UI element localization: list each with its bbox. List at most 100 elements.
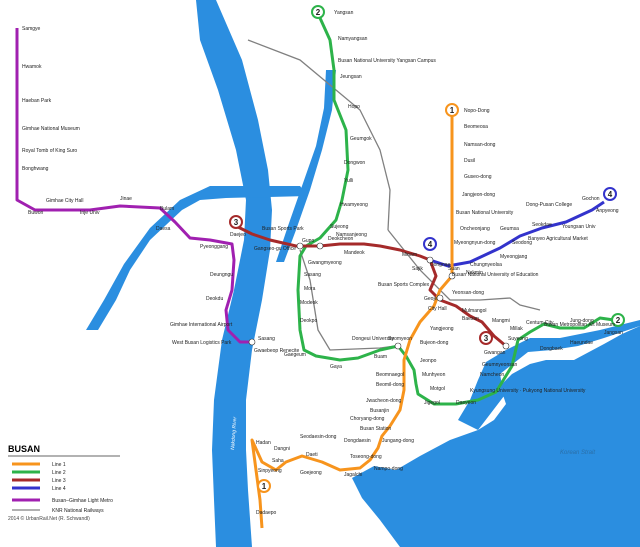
station-centum[interactable]: Centum City [526, 320, 554, 326]
station-dongbaek[interactable]: Dongbaek [540, 346, 563, 352]
station-suyeong[interactable]: Suyeong [508, 336, 528, 342]
station-haeundae[interactable]: Haeundae [570, 340, 593, 346]
badge-line2-right[interactable]: 2 [611, 313, 625, 327]
station-toseong[interactable]: Toseong-dong [350, 454, 382, 460]
station-yeonsan[interactable]: Yeonsan-dong [452, 290, 484, 296]
station-sasang[interactable]: Sasang [304, 272, 321, 278]
station-yeongsan[interactable]: Youngsan Univ [562, 224, 596, 230]
station-jangjeon[interactable]: Jangjeon-dong [462, 192, 495, 198]
station-nakmin[interactable]: Nakmin [466, 270, 483, 276]
station-beomil[interactable]: Beomil-dong [376, 382, 404, 388]
station-oncheonjang[interactable]: Oncheonjang [460, 226, 490, 232]
station-kyungsung[interactable]: Kyungsung University · Pukyong National … [470, 388, 586, 394]
station-gimhae-airport[interactable]: Gimhae International Airport [170, 322, 233, 328]
station-jinae[interactable]: Jinae [120, 196, 132, 202]
station-gimhae-museum[interactable]: Gimhae National Museum [22, 126, 80, 132]
station-hopo[interactable]: Hopo [348, 104, 360, 110]
station-geoje[interactable]: Geoje [424, 296, 438, 302]
station-deokdu[interactable]: Deokdu [206, 296, 223, 302]
station-gaegeum[interactable]: Gaegeum [284, 352, 306, 358]
station-daeti[interactable]: Daeti [306, 452, 318, 458]
station-gupo[interactable]: Gupo [302, 238, 314, 244]
station-myeongnyun[interactable]: Myeongnyun-dong [454, 240, 496, 246]
station-busanjin[interactable]: Busanjin [370, 408, 389, 414]
station-sinpyeong[interactable]: Sinpyeong [258, 468, 282, 474]
badge-line2-top[interactable]: 2 [311, 5, 325, 19]
station-sports-complex[interactable]: Busan Sports Complex [378, 282, 430, 288]
interchange-yeonsan[interactable] [436, 294, 444, 302]
station-gwangmyeong[interactable]: Gwangmyeong [308, 260, 342, 266]
station-jeungsan[interactable]: Jeungsan [340, 74, 362, 80]
station-dongnae[interactable]: Dongnae [430, 262, 451, 268]
station-cityhall[interactable]: City Hall [428, 306, 447, 312]
station-namsanjeong[interactable]: Namsanjeong [336, 232, 367, 238]
station-bulam[interactable]: Bulam [160, 206, 174, 212]
interchange-suyeong[interactable] [502, 342, 510, 350]
station-baesan[interactable]: Baesan [462, 316, 479, 322]
station-gimhae-city[interactable]: Gimhae City Hall [46, 198, 84, 204]
station-geumgok[interactable]: Geumgok [350, 136, 372, 142]
station-deokpo[interactable]: Deokpo [300, 318, 317, 324]
station-beomeosa[interactable]: Beomeosa [464, 124, 488, 130]
station-seokdae[interactable]: Seokdae [532, 222, 552, 228]
interchange-dongnae[interactable] [448, 272, 456, 280]
station-busan-station[interactable]: Busan Station [360, 426, 391, 432]
station-gwaebeop-renecite[interactable]: Gwaebeop Renecite [254, 348, 300, 354]
interchange-seomyeon[interactable] [394, 342, 402, 350]
station-jagalchi[interactable]: Jagalchi [344, 472, 362, 478]
station-hadan[interactable]: Hadan [256, 440, 271, 446]
badge-line3-mid[interactable]: 3 [479, 331, 493, 345]
station-inje[interactable]: Inje Univ [80, 210, 100, 216]
station-modeok[interactable]: Modeok [300, 300, 318, 306]
station-bujeon[interactable]: Bujeon-dong [420, 340, 449, 346]
station-bexco[interactable]: Busan Metropolitan Art Museum [544, 322, 615, 328]
station-deokcheon[interactable]: Deokcheon [328, 236, 354, 242]
station-dongwon[interactable]: Dongwon [344, 160, 365, 166]
station-seodaesin[interactable]: Seodaesin-dong [300, 434, 337, 440]
station-namcheon[interactable]: Namcheon [480, 372, 504, 378]
station-pnu-yangsan[interactable]: Busan National University Yangsan Campus [338, 58, 436, 64]
station-millak[interactable]: Millak [510, 326, 523, 332]
badge-line1-top[interactable]: 1 [445, 103, 459, 117]
station-geumsa[interactable]: Geumsa [500, 226, 519, 232]
station-beomnaegol[interactable]: Beomnaegol [376, 372, 404, 378]
station-jigegol[interactable]: Jigegol [424, 400, 440, 406]
badge-line4-right[interactable]: 4 [603, 187, 617, 201]
station-sasang-lm[interactable]: Sasang [258, 336, 275, 342]
station-mangmi[interactable]: Mangmi [492, 318, 510, 324]
badge-line3-left[interactable]: 3 [229, 215, 243, 229]
station-pyeonggang[interactable]: Pyeonggang [200, 244, 228, 250]
interchange-gupo[interactable] [296, 242, 304, 250]
station-hwamok[interactable]: Hwamok [22, 64, 42, 70]
station-goejeong[interactable]: Goejeong [300, 470, 322, 476]
station-sajik[interactable]: Sajik [412, 266, 423, 272]
station-daejeo[interactable]: Daejeo [230, 232, 246, 238]
station-chungnyeolsa[interactable]: Chungnyeolsa [470, 262, 502, 268]
station-sujeong[interactable]: Sujeong [330, 224, 349, 230]
station-yulli[interactable]: Yulli [344, 178, 353, 184]
station-gwangan[interactable]: Gwangan [484, 350, 506, 356]
station-namyangsan[interactable]: Namyangsan [338, 36, 368, 42]
station-dusil[interactable]: Dusil [464, 158, 475, 164]
station-daesa[interactable]: Daesa [156, 226, 171, 232]
station-dadaepo[interactable]: Dadaepo [256, 510, 277, 516]
station-minam[interactable]: Minam [402, 252, 417, 258]
interchange-sasang[interactable] [316, 242, 324, 250]
station-gochon[interactable]: Gochon [582, 196, 600, 202]
station-dongeui[interactable]: Dongeui University [352, 336, 394, 342]
interchange-logistics[interactable] [248, 338, 256, 346]
station-samgye[interactable]: Samgye [22, 26, 41, 32]
station-mora[interactable]: Mora [304, 286, 316, 292]
station-gyodae[interactable]: Busan National University of Education [452, 272, 539, 278]
station-guseo[interactable]: Guseo-dong [464, 174, 492, 180]
station-haeban[interactable]: Haeban Park [22, 98, 52, 104]
station-dong-pusan[interactable]: Dong-Pusan College [526, 202, 572, 208]
station-seomyeon[interactable]: Seomyeon [388, 336, 412, 342]
station-suan[interactable]: Suan [448, 266, 460, 272]
station-yangsan[interactable]: Yangsan [334, 10, 354, 16]
station-bonghwang[interactable]: Bonghwang [22, 166, 49, 172]
station-jung-dong[interactable]: Jung-dong [570, 318, 594, 324]
station-saha[interactable]: Saha [272, 458, 284, 464]
station-hwamyeong[interactable]: Hwamyeong [340, 202, 368, 208]
station-nopo[interactable]: Nopo-Dong [464, 108, 490, 114]
